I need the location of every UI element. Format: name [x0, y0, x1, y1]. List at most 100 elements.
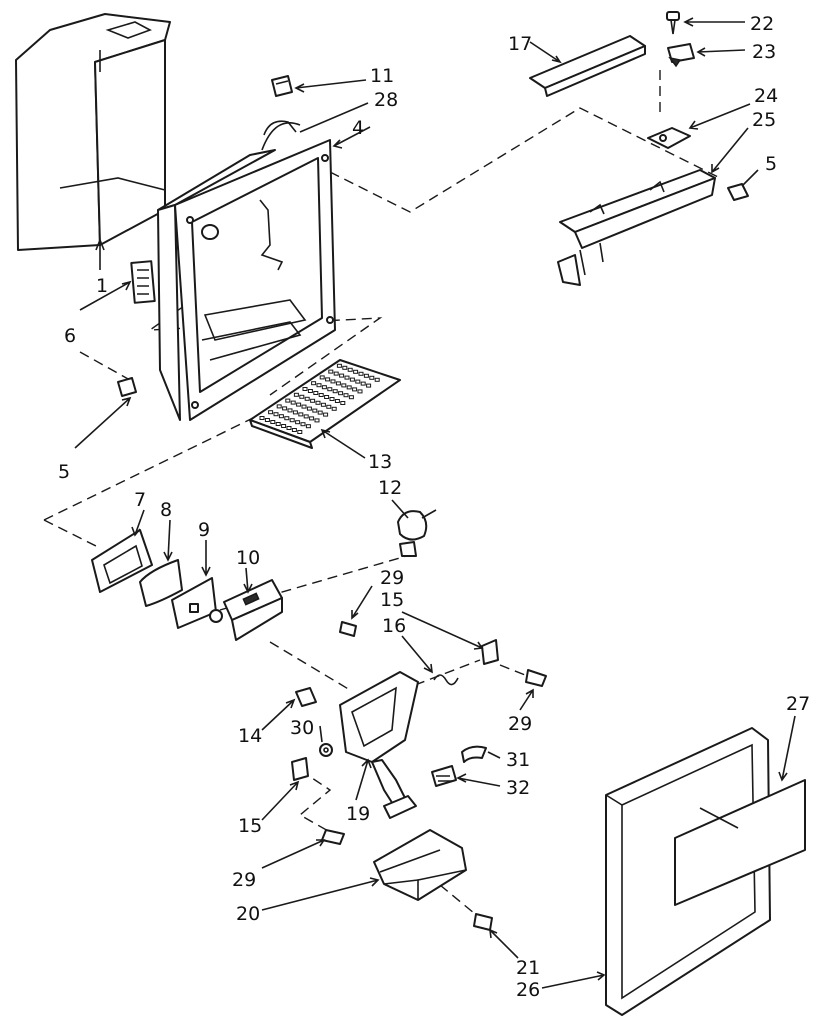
part-28-wire [261, 122, 301, 151]
callout-8: 8 [160, 499, 172, 521]
grille-hole [330, 379, 336, 384]
callout-26: 26 [516, 979, 540, 1001]
grille-hole [324, 395, 330, 399]
grille-hole [309, 416, 315, 421]
grille-hole [303, 414, 309, 419]
grille-hole [346, 385, 352, 390]
grille-hole [264, 418, 270, 422]
grille-hole [299, 394, 305, 399]
grille-hole [327, 387, 333, 392]
grille-hole [357, 389, 363, 394]
grille-hole [295, 420, 301, 425]
grille-hole [326, 404, 332, 409]
callout-15-upper: 15 [380, 589, 404, 611]
callout-20: 20 [236, 903, 260, 925]
grille-hole [259, 416, 265, 420]
part-32-pad-cover [431, 765, 457, 787]
grille-hole [369, 375, 375, 380]
part-29-screw-lower [321, 829, 345, 845]
part-5-screw-right [727, 183, 749, 201]
grille-hole [339, 373, 345, 378]
grille-hole [349, 377, 355, 382]
grille-hole [316, 383, 322, 388]
part-29-screw-upper [339, 621, 357, 637]
grille-hole [338, 391, 344, 396]
grille-hole [268, 410, 274, 415]
part-24-bracket [647, 127, 691, 149]
grille-hole [289, 418, 295, 423]
grille-hole [323, 412, 329, 417]
grille-hole [320, 402, 326, 407]
callout-13: 13 [368, 451, 392, 473]
grille-hole [301, 404, 307, 409]
grille-hole [270, 420, 276, 424]
callout-10: 10 [236, 547, 260, 569]
part-25-mounting-rail [557, 169, 716, 286]
part-30-washer [319, 743, 333, 757]
part-29-screw-right [525, 669, 547, 687]
grille-hole [319, 375, 325, 380]
grille-hole [285, 398, 291, 403]
callout-7: 7 [134, 489, 146, 511]
grille-hole [321, 385, 327, 390]
grille-hole [273, 412, 279, 417]
callout-labels: 1 4 5 5 6 7 8 9 10 11 12 13 14 15 15 16 … [58, 13, 810, 1001]
grille-hole [317, 410, 323, 415]
grille-hole [275, 422, 281, 426]
grille-hole [276, 404, 282, 409]
grille-hole [278, 414, 284, 419]
callout-25: 25 [752, 109, 776, 131]
grille-holes [259, 363, 380, 434]
grille-hole [335, 381, 341, 386]
grille-hole [302, 387, 308, 391]
callout-31: 31 [506, 749, 530, 771]
grille-hole [293, 392, 299, 397]
grille-hole [348, 395, 354, 400]
callout-14: 14 [238, 725, 262, 747]
callout-22: 22 [750, 13, 774, 35]
part-5-screw-left [117, 377, 137, 397]
part-15-clip-right [481, 639, 499, 665]
callout-29-upper: 29 [380, 567, 404, 589]
grille-hole [332, 389, 338, 394]
grille-hole [344, 375, 350, 380]
part-15-clip-left [291, 757, 309, 781]
grille-hole [347, 367, 353, 372]
callout-1: 1 [96, 275, 108, 297]
grille-hole [307, 389, 313, 393]
part-6-filter-block [130, 260, 156, 304]
part-17-trim-bar [529, 35, 646, 97]
part-8-lens [139, 559, 183, 607]
part-31-pad [461, 745, 487, 763]
grille-hole [328, 369, 334, 374]
grille-hole [315, 400, 321, 405]
callout-29-right: 29 [508, 713, 532, 735]
callout-12: 12 [378, 477, 402, 499]
callout-30: 30 [290, 717, 314, 739]
grille-hole [287, 408, 293, 413]
part-11-grommet [271, 75, 293, 97]
grille-hole [366, 383, 372, 388]
part-21-screw [473, 913, 493, 931]
part-19-actuator-arm [339, 671, 419, 819]
callout-6: 6 [64, 325, 76, 347]
grille-hole [296, 402, 302, 407]
callout-5-left: 5 [58, 461, 70, 483]
grille-hole [318, 393, 324, 397]
leader-lines [74, 17, 796, 989]
grille-hole [306, 406, 312, 411]
grille-hole [353, 369, 359, 374]
grille-hole [314, 418, 320, 423]
grille-hole [340, 401, 346, 405]
grille-hole [333, 371, 339, 376]
part-1-housing-shroud [15, 13, 171, 251]
callout-24: 24 [754, 85, 778, 107]
grille-hole [298, 412, 304, 417]
grille-hole [282, 406, 288, 411]
grille-hole [292, 410, 298, 415]
part-20-chute [373, 829, 467, 901]
grille-hole [304, 396, 310, 401]
callout-21: 21 [516, 957, 540, 979]
grille-hole [300, 422, 306, 427]
callout-28: 28 [374, 89, 398, 111]
